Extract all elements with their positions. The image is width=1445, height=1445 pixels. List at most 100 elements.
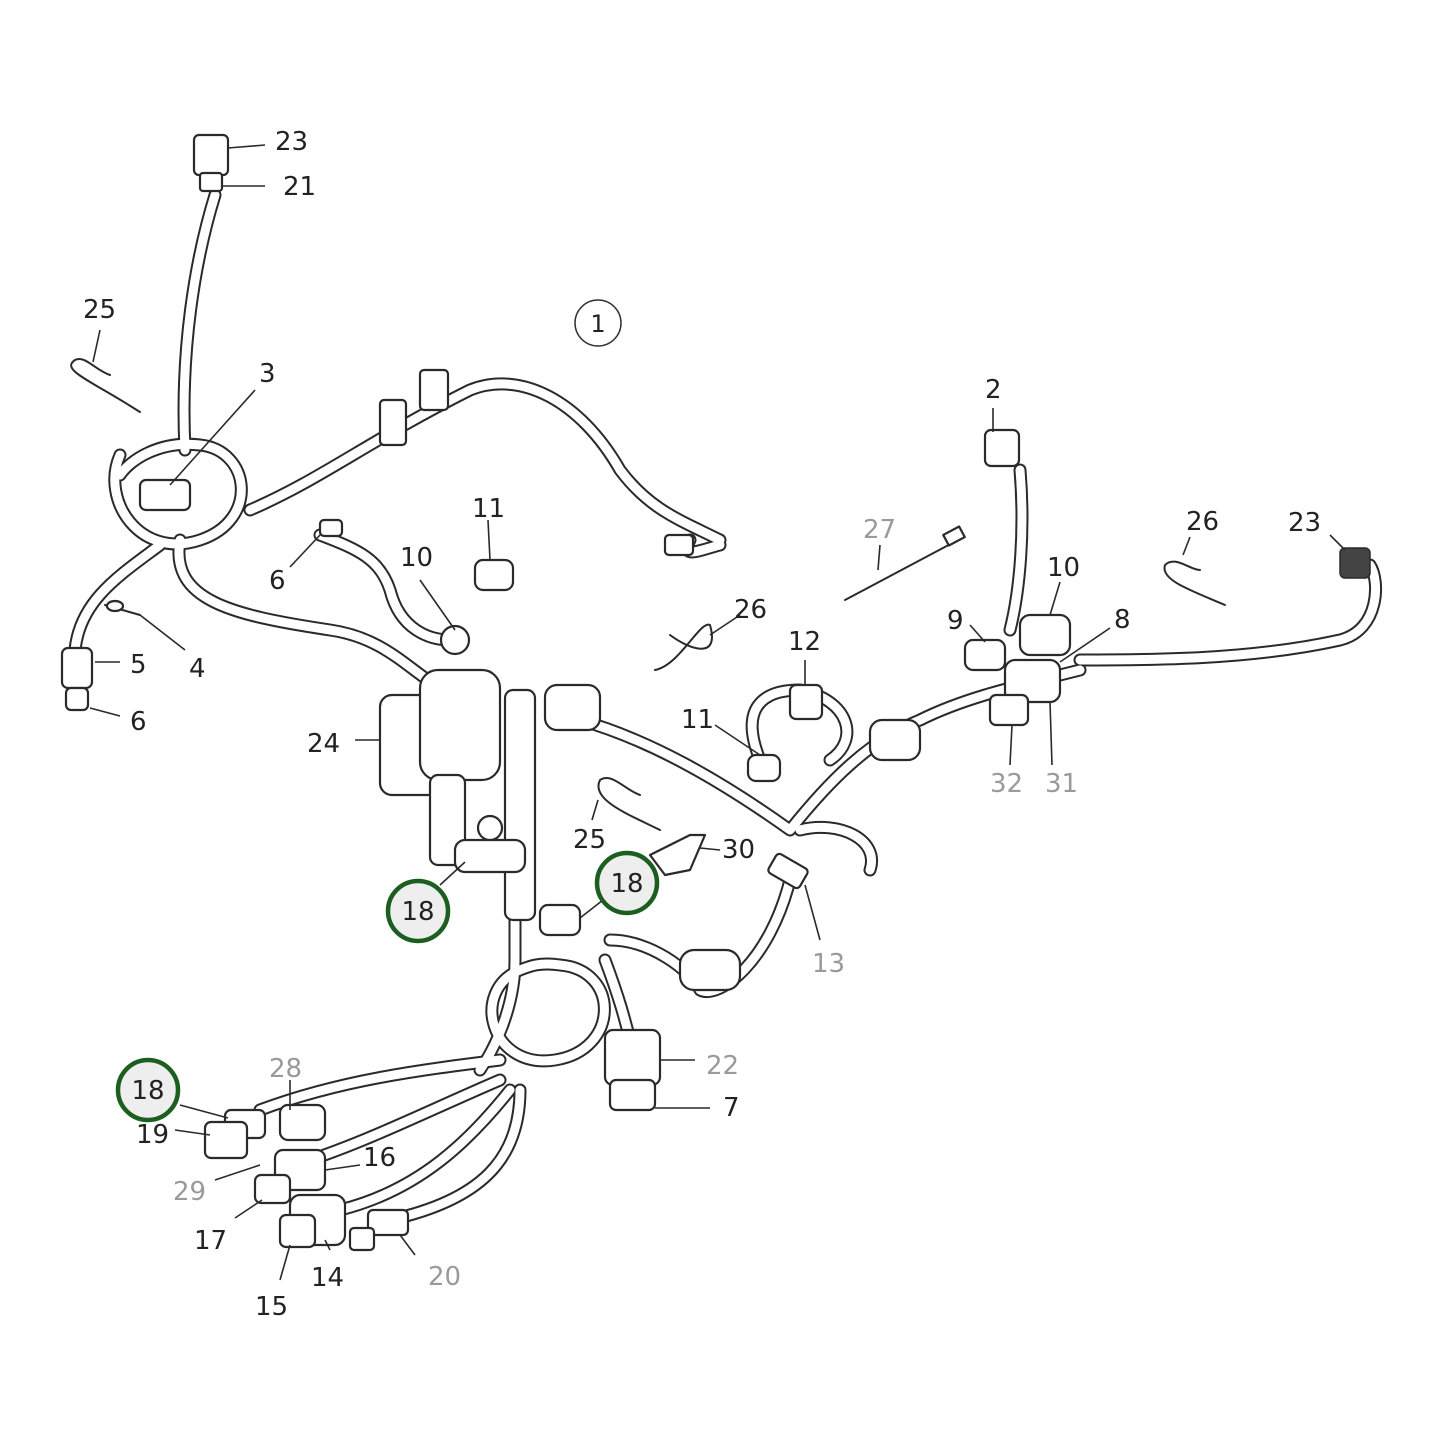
label-23-top: 23 bbox=[275, 127, 308, 157]
label-26-mid: 26 bbox=[734, 595, 767, 625]
leader-27 bbox=[877, 544, 881, 571]
connector-18-center bbox=[538, 903, 582, 937]
connector-top-a bbox=[378, 398, 408, 447]
highlight-callouts: 18 18 18 bbox=[115, 850, 660, 1123]
connector-2 bbox=[983, 428, 1021, 468]
leader-18-right bbox=[579, 899, 604, 919]
label-20: 20 bbox=[428, 1262, 461, 1292]
connector-11-top bbox=[473, 558, 515, 592]
parts bbox=[60, 133, 1371, 1252]
wire-bottom-left-3-core bbox=[335, 1085, 515, 1215]
connector-20-tip bbox=[348, 1226, 376, 1252]
label-26-right: 26 bbox=[1186, 507, 1219, 537]
leader-4 bbox=[139, 614, 186, 651]
label-29: 29 bbox=[173, 1177, 206, 1207]
connector-7 bbox=[608, 1078, 657, 1112]
clip-25-top bbox=[70, 358, 141, 413]
wire-bottom-left-2-core bbox=[305, 1075, 505, 1165]
label-11-top: 11 bbox=[472, 494, 505, 524]
leader-10b bbox=[1049, 581, 1061, 616]
connector-21 bbox=[198, 171, 224, 193]
conduit-tee bbox=[453, 838, 527, 874]
wire-sensor-2-core bbox=[1005, 465, 1027, 635]
connector-12 bbox=[788, 683, 824, 721]
connector-3 bbox=[138, 478, 192, 512]
leader-26b bbox=[709, 614, 741, 636]
leader-17 bbox=[234, 1199, 263, 1219]
leader-6a bbox=[289, 534, 321, 568]
label-14: 14 bbox=[311, 1263, 344, 1293]
highlight-ring-18-center bbox=[385, 878, 451, 944]
label-4: 4 bbox=[189, 654, 206, 684]
cable-tie-27-head bbox=[942, 525, 966, 547]
leader-23b bbox=[1329, 534, 1346, 551]
elbow-main bbox=[543, 683, 602, 732]
assembly-callout-number: 1 bbox=[590, 310, 605, 338]
highlight-label-18-left: 18 bbox=[131, 1076, 164, 1106]
wire-top-left-riser-core bbox=[179, 190, 220, 455]
label-25-mid: 25 bbox=[573, 825, 606, 855]
leader-14 bbox=[324, 1239, 331, 1251]
label-5: 5 bbox=[130, 650, 147, 680]
clip-26-mid bbox=[654, 623, 713, 671]
leader-19 bbox=[174, 1129, 211, 1136]
wire-right-hook-core bbox=[795, 822, 877, 875]
leader-25b bbox=[591, 799, 599, 821]
wire-left-sensor-core bbox=[70, 540, 165, 655]
connector-top-b bbox=[418, 368, 450, 412]
label-19: 19 bbox=[136, 1120, 169, 1150]
label-22: 22 bbox=[706, 1051, 739, 1081]
leader-18-left bbox=[179, 1104, 229, 1119]
leader-11b bbox=[714, 724, 761, 756]
cable-tie-27 bbox=[844, 539, 959, 601]
wire-top-branch-core bbox=[245, 379, 725, 545]
leader-26a bbox=[1182, 536, 1191, 556]
highlight-label-18-right: 18 bbox=[610, 869, 643, 899]
leader-13 bbox=[804, 884, 821, 941]
label-10-left: 10 bbox=[400, 543, 433, 573]
leader-15 bbox=[279, 1244, 291, 1281]
leader-3 bbox=[169, 389, 256, 486]
label-10-right: 10 bbox=[1047, 553, 1080, 583]
label-31: 31 bbox=[1045, 769, 1078, 799]
leader-lines bbox=[89, 144, 1346, 1281]
highlight-label-18-center: 18 bbox=[401, 897, 434, 927]
elbow-lower bbox=[678, 948, 742, 992]
leader-25a bbox=[92, 329, 101, 363]
label-32: 32 bbox=[990, 769, 1023, 799]
sleeve-trunk bbox=[868, 718, 922, 762]
leader-11a bbox=[487, 519, 491, 561]
sensor-6-tip bbox=[64, 686, 90, 712]
wire-lower-ring-core bbox=[487, 959, 609, 1066]
connector-8 bbox=[1003, 658, 1062, 704]
connector-15 bbox=[278, 1213, 317, 1249]
connector-20 bbox=[366, 1208, 410, 1237]
label-30: 30 bbox=[722, 835, 755, 865]
wire-to-6-core bbox=[315, 530, 455, 645]
bracket-30 bbox=[648, 833, 707, 877]
leader-10a bbox=[419, 579, 456, 631]
leader-20 bbox=[399, 1234, 416, 1256]
leader-23a bbox=[227, 144, 266, 149]
connector-23-right bbox=[1339, 547, 1371, 579]
wire-right-hook bbox=[793, 820, 878, 877]
connector-32 bbox=[988, 693, 1030, 727]
leader-8 bbox=[1059, 627, 1111, 663]
label-27: 27 bbox=[863, 515, 896, 545]
conduit-vertical bbox=[503, 688, 537, 922]
conduit-elbow bbox=[428, 773, 467, 867]
leader-32 bbox=[1009, 724, 1013, 766]
label-21: 21 bbox=[283, 172, 316, 202]
leader-9 bbox=[969, 624, 986, 643]
terminal-4-eye bbox=[105, 599, 125, 613]
connector-10-right bbox=[1018, 613, 1072, 657]
label-13: 13 bbox=[812, 949, 845, 979]
connector-11-right bbox=[746, 753, 782, 783]
connector-body-24 bbox=[418, 668, 502, 782]
leader-31 bbox=[1049, 701, 1053, 766]
connector-23-top bbox=[192, 133, 230, 177]
label-25-top: 25 bbox=[83, 295, 116, 325]
relay-22 bbox=[603, 1028, 662, 1087]
label-2: 2 bbox=[985, 375, 1002, 405]
